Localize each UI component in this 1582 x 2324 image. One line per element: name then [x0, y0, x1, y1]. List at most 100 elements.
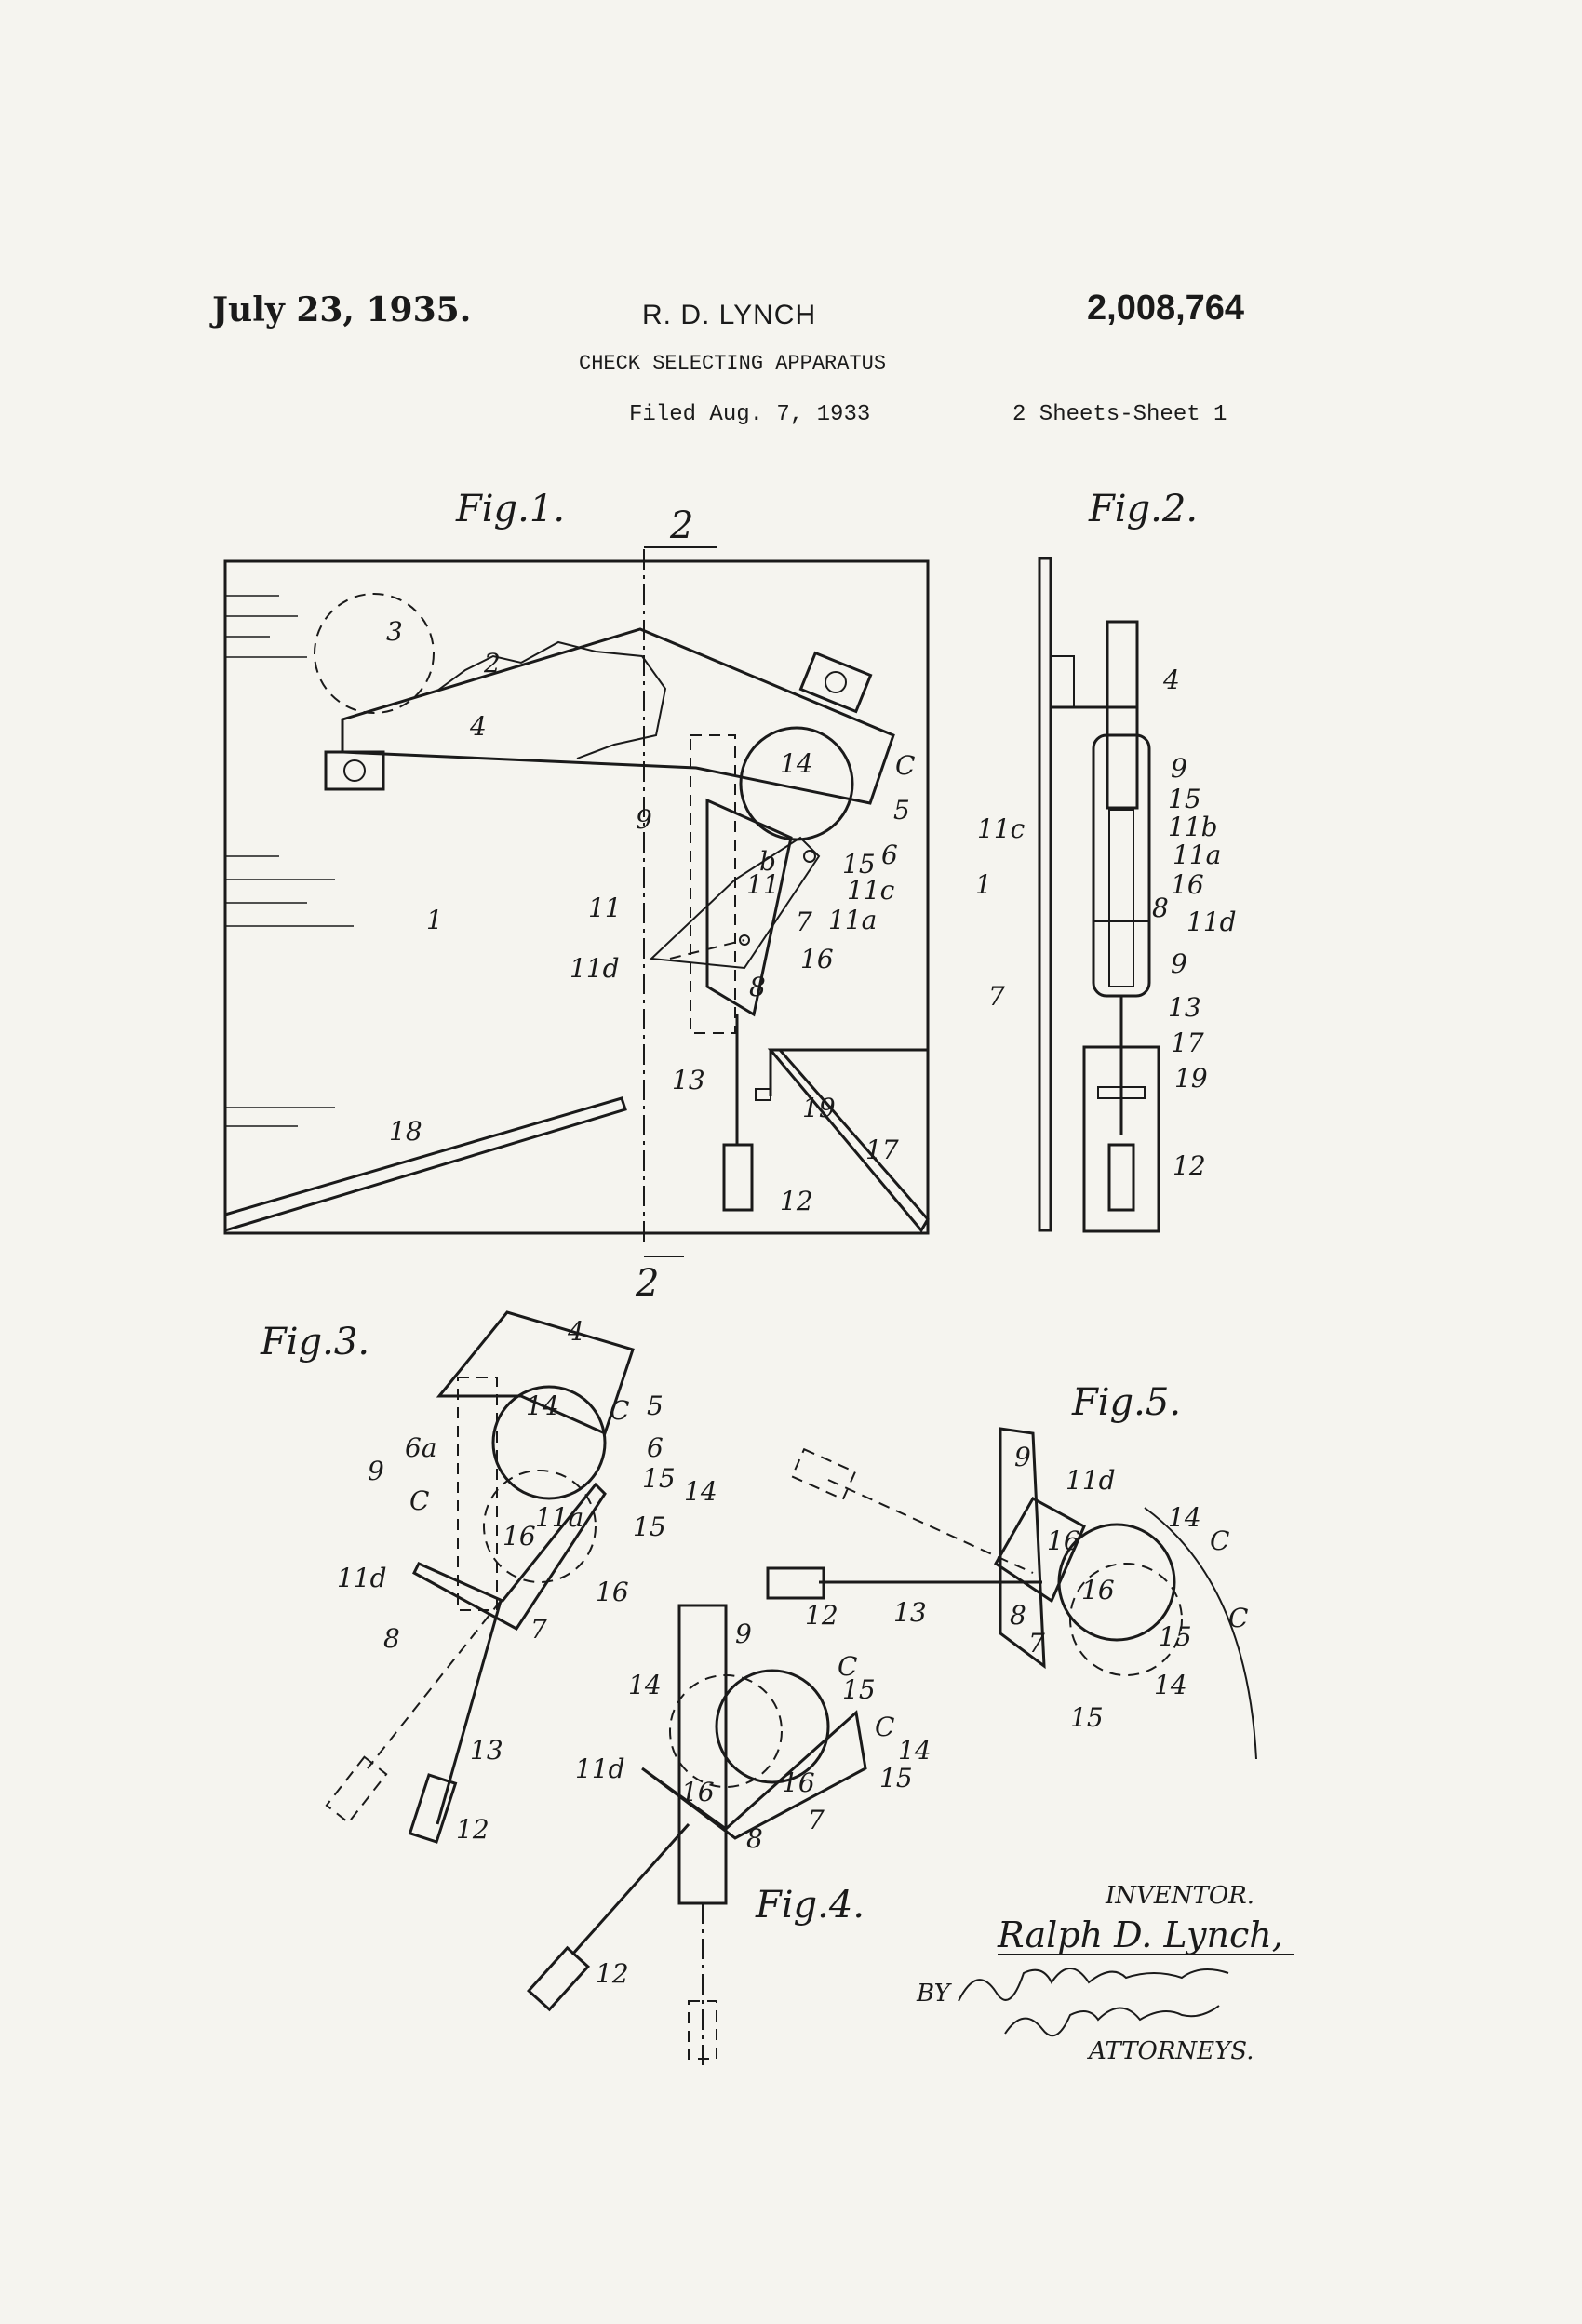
svg-text:7: 7 [796, 907, 812, 937]
svg-text:8: 8 [1152, 893, 1169, 923]
fig4-label: Fig.4. [755, 1884, 865, 1927]
wall-shading [225, 595, 354, 1127]
svg-text:C: C [610, 1395, 629, 1426]
fig3-label: Fig.3. [260, 1321, 369, 1364]
svg-text:C: C [875, 1712, 894, 1742]
selector-arm [649, 836, 821, 970]
svg-text:1: 1 [426, 905, 443, 935]
inventor-short-name: R. D. LYNCH [642, 300, 817, 330]
svg-text:9: 9 [368, 1456, 384, 1486]
svg-text:C: C [838, 1651, 857, 1682]
fig2-chute [1106, 620, 1139, 810]
svg-text:15: 15 [842, 1674, 876, 1705]
svg-text:12: 12 [805, 1600, 838, 1631]
figure-4: Fig.4. 9 C 15 14 C 14 15 16 11d 16 7 8 1… [526, 1604, 932, 2066]
fig4-selector [641, 1710, 867, 1840]
svg-text:14: 14 [628, 1670, 662, 1700]
svg-text:14: 14 [684, 1476, 717, 1507]
svg-text:13: 13 [470, 1735, 503, 1766]
svg-text:7: 7 [808, 1805, 825, 1835]
patent-title: CHECK SELECTING APPARATUS [579, 352, 887, 375]
svg-text:11c: 11c [847, 875, 895, 906]
filed-date: Filed Aug. 7, 1933 [629, 402, 871, 427]
svg-text:12: 12 [456, 1814, 489, 1845]
svg-text:9: 9 [1014, 1442, 1031, 1472]
svg-text:14: 14 [1168, 1502, 1201, 1533]
svg-text:C: C [409, 1485, 429, 1516]
counterweight [722, 1143, 754, 1212]
svg-text:11b: 11b [1168, 812, 1218, 842]
svg-text:1: 1 [975, 869, 992, 900]
inventor-signature: Ralph D. Lynch, [997, 1914, 1283, 1955]
sheet-count: 2 Sheets-Sheet 1 [1012, 402, 1227, 427]
svg-text:16: 16 [1171, 869, 1204, 900]
svg-text:17: 17 [865, 1135, 899, 1165]
svg-text:12: 12 [780, 1186, 813, 1216]
svg-text:9: 9 [1171, 948, 1187, 979]
svg-text:19: 19 [802, 1093, 836, 1123]
svg-text:14: 14 [780, 748, 813, 779]
svg-text:12: 12 [596, 1958, 629, 1989]
section-mark-top: 2 [669, 504, 693, 547]
svg-text:15: 15 [879, 1763, 913, 1793]
svg-text:15: 15 [642, 1463, 676, 1494]
svg-text:11d: 11d [1186, 907, 1237, 937]
svg-text:4: 4 [469, 711, 487, 742]
fig3-chute [436, 1310, 635, 1436]
figure-2: Fig.2. 4 9 15 11b 11a 16 8 11d 9 13 17 1… [975, 488, 1237, 1233]
fig3-selector [412, 1482, 607, 1631]
svg-text:11d: 11d [570, 953, 620, 984]
svg-text:C: C [1228, 1603, 1248, 1633]
svg-text:15: 15 [842, 849, 876, 880]
svg-text:13: 13 [893, 1597, 927, 1628]
svg-text:5: 5 [647, 1390, 664, 1421]
svg-text:7: 7 [530, 1614, 547, 1645]
compartment-17-wall [767, 1048, 930, 1233]
section-mark-bottom: 2 [635, 1262, 659, 1305]
figure-1: Fig.1. 2 2 [223, 488, 930, 1305]
svg-text:16: 16 [681, 1777, 715, 1807]
fig2-wall [1038, 557, 1052, 1232]
fig1-frame [223, 559, 930, 1235]
svg-text:11d: 11d [337, 1563, 387, 1593]
attorney-signature-2 [1004, 2005, 1220, 2037]
coin-tube [314, 593, 435, 714]
svg-text:11d: 11d [575, 1753, 625, 1784]
svg-text:15: 15 [1168, 784, 1201, 814]
svg-text:16: 16 [1047, 1525, 1080, 1556]
fig5-selector [994, 1496, 1086, 1604]
svg-text:11a: 11a [1173, 840, 1221, 870]
svg-text:15: 15 [1070, 1702, 1104, 1733]
attorney-signature-1 [958, 1968, 1229, 2002]
svg-text:11: 11 [588, 893, 622, 923]
patent-number: 2,008,764 [1087, 289, 1245, 328]
svg-text:14: 14 [526, 1390, 559, 1421]
svg-text:3: 3 [386, 616, 403, 647]
svg-text:11a: 11a [828, 905, 877, 935]
svg-text:11: 11 [746, 869, 780, 900]
by-label: BY [916, 1980, 953, 2008]
svg-text:9: 9 [636, 804, 652, 835]
svg-text:9: 9 [1171, 753, 1187, 784]
svg-text:18: 18 [389, 1116, 422, 1147]
svg-text:5: 5 [893, 795, 910, 826]
attorneys-label: ATTORNEYS. [1087, 2037, 1254, 2065]
inventor-label: INVENTOR. [1105, 1882, 1254, 1910]
svg-text:11a: 11a [535, 1502, 583, 1533]
svg-text:13: 13 [672, 1065, 705, 1095]
fig2-compartment [1082, 1045, 1160, 1233]
svg-text:19: 19 [1174, 1063, 1208, 1094]
figure-5: Fig.5. 9 11d 14 C 16 16 C 15 8 7 14 15 1… [766, 1381, 1257, 1760]
svg-text:15: 15 [1159, 1621, 1192, 1652]
svg-text:9: 9 [735, 1619, 752, 1649]
support-plate [690, 734, 736, 1034]
svg-text:16: 16 [1081, 1575, 1115, 1605]
svg-text:14: 14 [898, 1735, 932, 1766]
patent-date: July 23, 1935. [212, 290, 472, 329]
svg-text:16: 16 [782, 1767, 815, 1798]
svg-text:16: 16 [503, 1521, 536, 1552]
svg-text:11d: 11d [1066, 1465, 1116, 1496]
svg-text:16: 16 [596, 1577, 629, 1607]
chute-break [436, 640, 667, 759]
mount-bracket-left [324, 750, 385, 791]
